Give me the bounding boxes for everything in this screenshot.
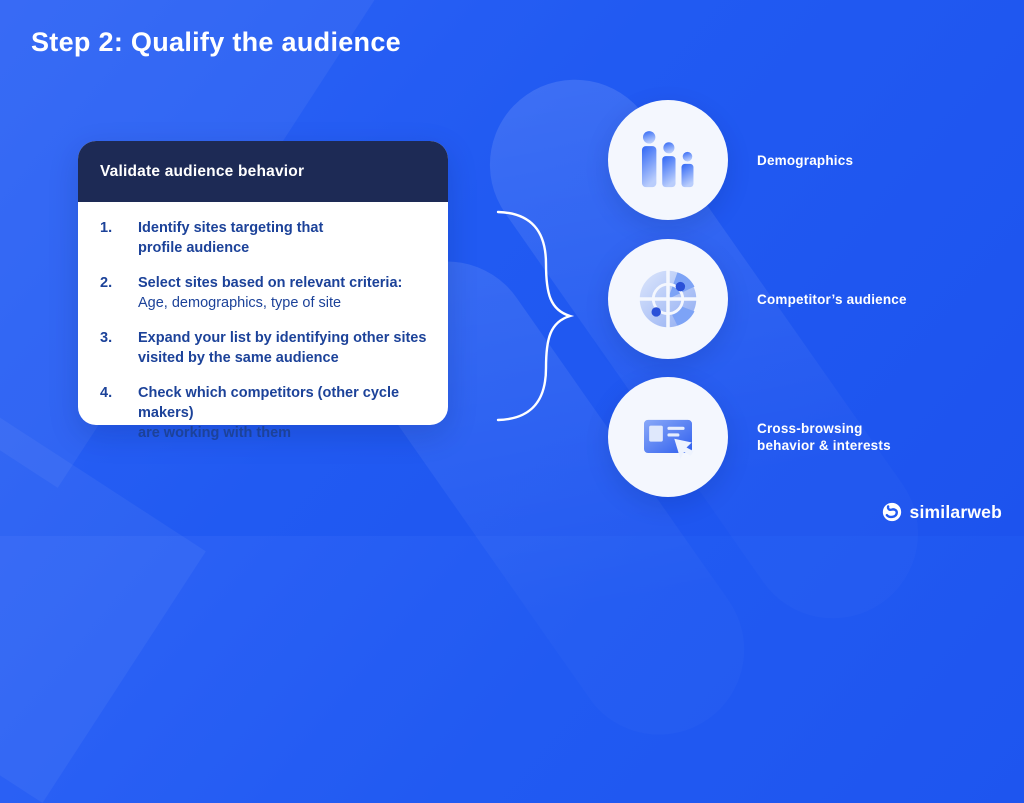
item-number: 3. [100, 330, 113, 346]
outcome-label: Cross-browsing behavior & interests [757, 420, 933, 454]
item-bold-line: are working with them [138, 425, 292, 441]
radar-target-icon [638, 269, 698, 329]
item-bold-line: profile audience [138, 240, 250, 256]
outcome-circle [608, 377, 728, 497]
item-bold-line: Select sites based on relevant criteria: [138, 275, 403, 291]
item-text: Identify sites targeting that profile aud… [138, 218, 323, 258]
item-text: Expand your list by identifying other si… [138, 328, 426, 368]
item-text: Select sites based on relevant criteria:… [138, 273, 402, 313]
list-item-3: 3. Expand your list by identifying other… [100, 328, 434, 368]
outcome-label: Competitor’s audience [757, 291, 933, 308]
outcome-label-line: behavior & interests [757, 438, 891, 453]
item-number: 4. [100, 385, 113, 401]
item-sub-line: Age, demographics, type of site [138, 295, 342, 311]
outcome-row-competitors-audience: Competitor’s audience [608, 239, 933, 359]
item-bold-line: Identify sites targeting that [138, 220, 324, 236]
item-number: 2. [100, 275, 113, 291]
demographics-bars-icon [641, 131, 694, 188]
outcome-row-cross-browsing: Cross-browsing behavior & interests [608, 377, 933, 497]
outcome-circle [608, 100, 728, 220]
outcome-label: Demographics [757, 152, 933, 169]
item-number: 1. [100, 220, 113, 236]
outcome-label-line: Competitor’s audience [757, 291, 907, 307]
validate-behavior-card: Validate audience behavior 1. Identify s… [78, 141, 448, 441]
item-text: Check which competitors (other cycle mak… [138, 383, 434, 443]
list-item-1: 1. Identify sites targeting that profile … [100, 218, 434, 258]
outcome-row-demographics: Demographics [608, 100, 933, 220]
curly-brace [496, 210, 575, 422]
card-body: 1. Identify sites targeting that profile … [78, 202, 448, 443]
similarweb-logo-text: similarweb [909, 501, 1002, 522]
item-bold-line: visited by the same audience [138, 350, 339, 366]
outcome-circle [608, 239, 728, 359]
item-bold-line: Expand your list by identifying other si… [138, 330, 427, 346]
list-item-2: 2. Select sites based on relevant criter… [100, 273, 434, 313]
slide-title: Step 2: Qualify the audience [31, 27, 401, 57]
list-item-4: 4. Check which competitors (other cycle … [100, 383, 434, 443]
outcome-label-line: Demographics [757, 152, 854, 168]
outcome-label-line: Cross-browsing [757, 421, 863, 436]
similarweb-mark-icon [882, 502, 901, 522]
browser-cursor-icon [644, 419, 694, 459]
similarweb-logo: similarweb [881, 501, 1002, 523]
item-bold-line: Check which competitors (other cycle mak… [138, 385, 400, 421]
card-header: Validate audience behavior [78, 141, 448, 202]
